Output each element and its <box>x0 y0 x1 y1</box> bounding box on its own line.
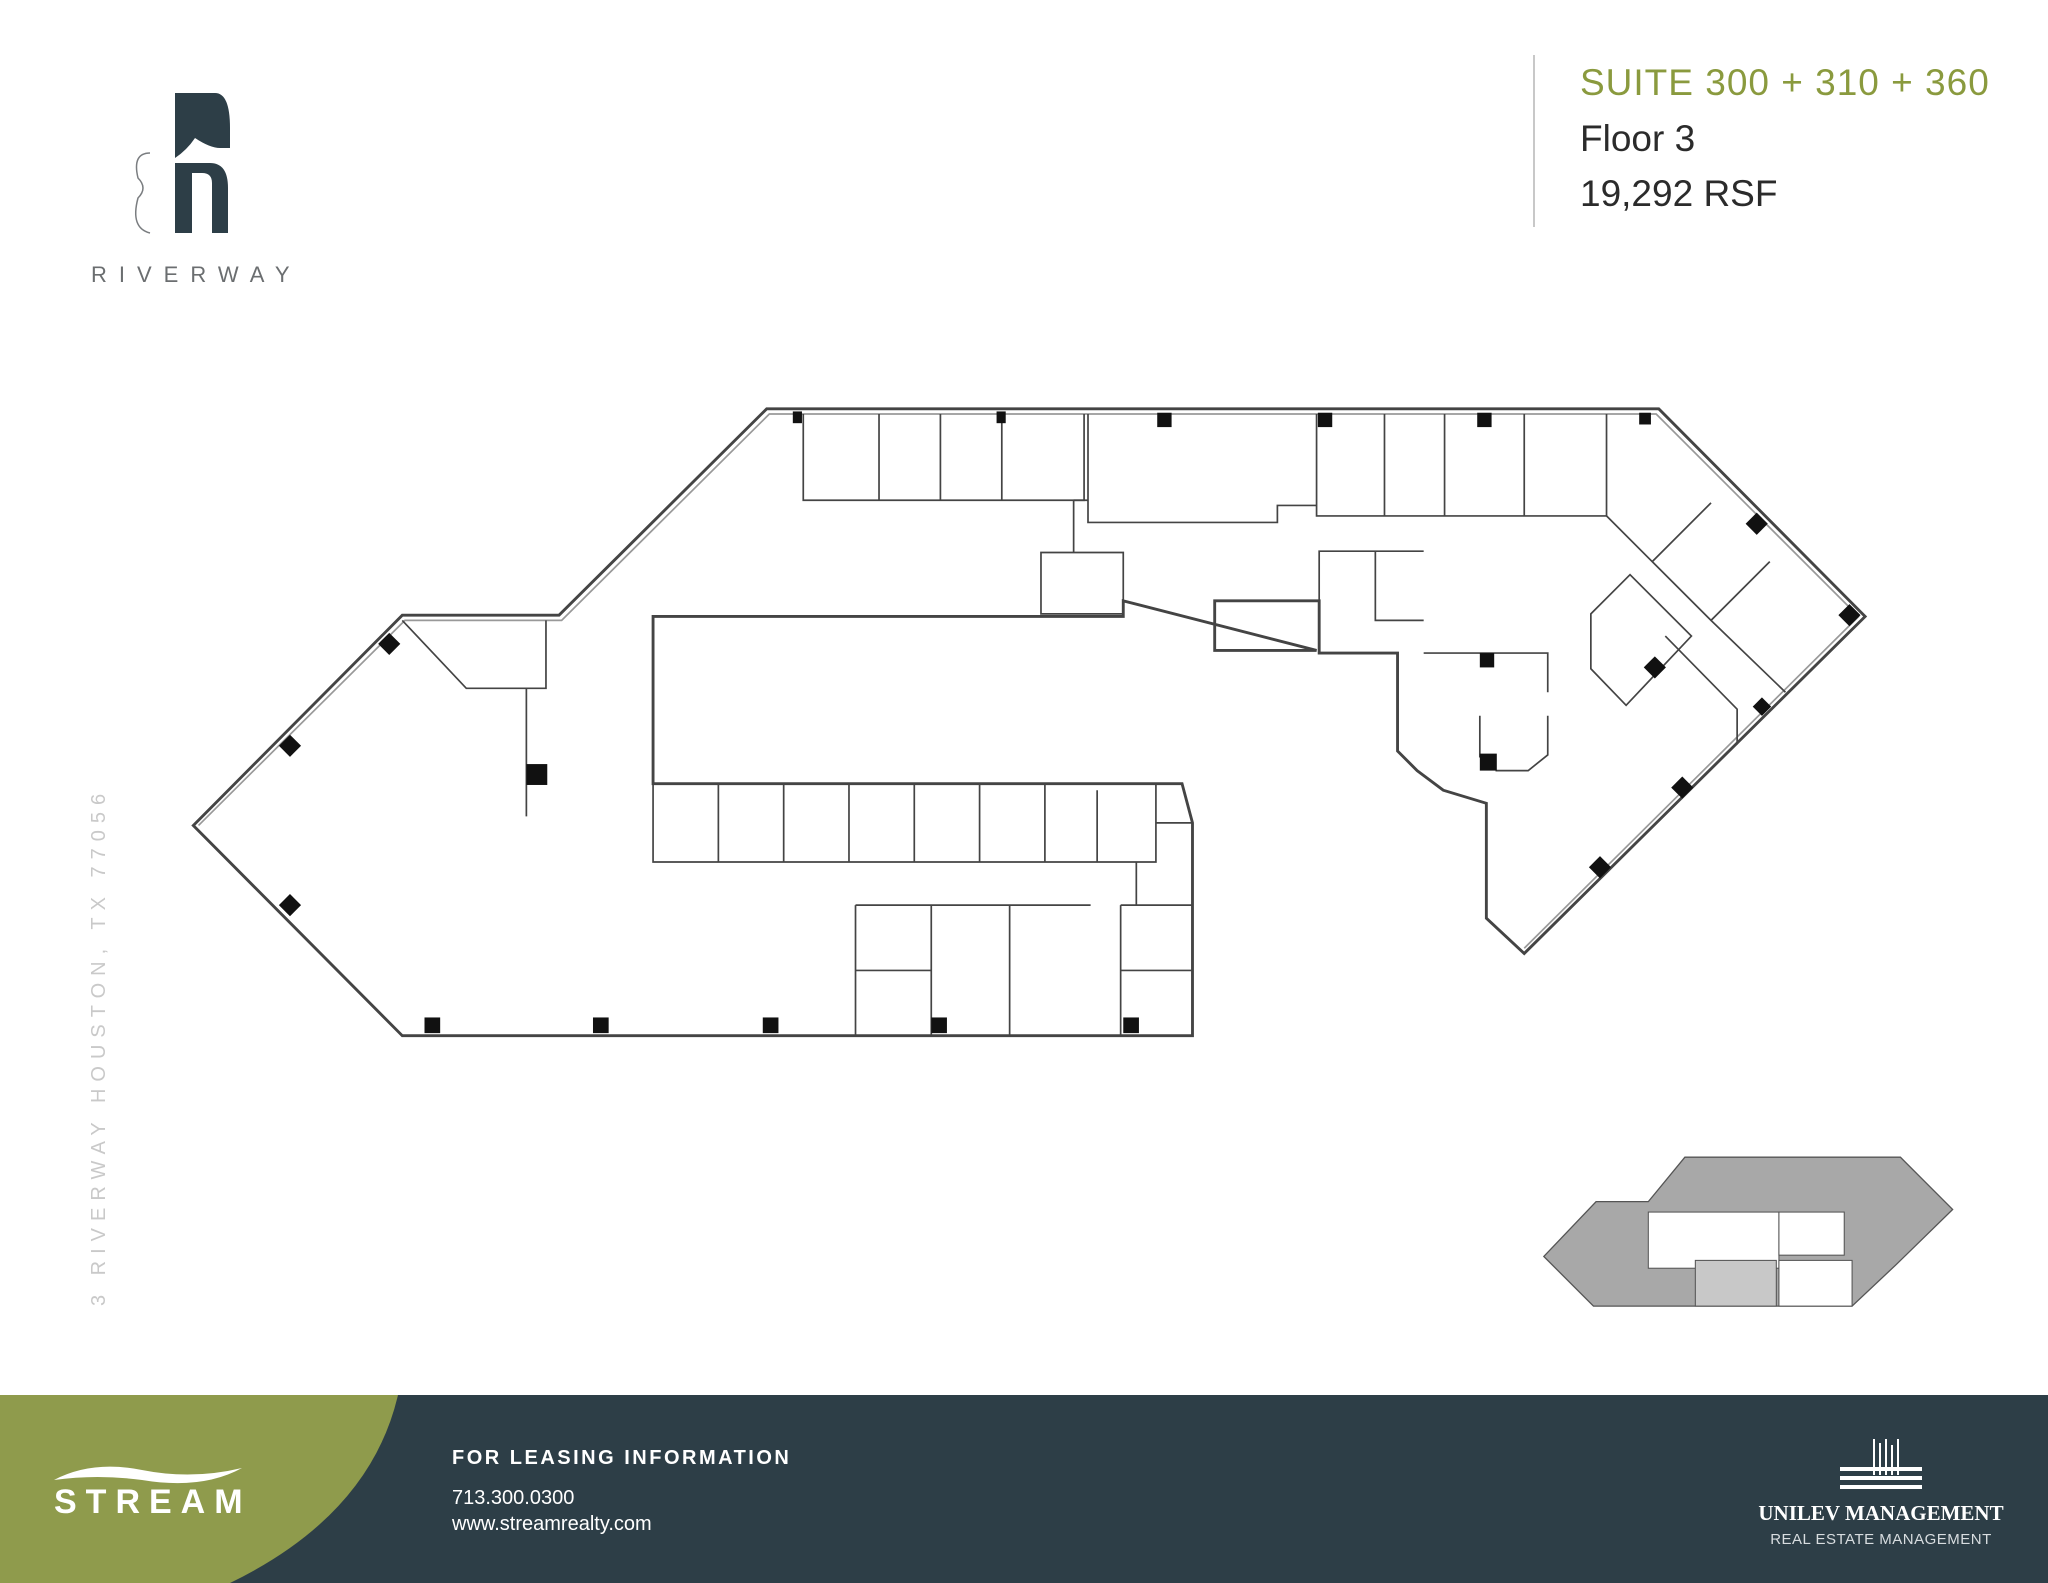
riverway-logo <box>135 93 230 234</box>
brand-name: RIVERWAY <box>91 262 302 287</box>
suite-title: SUITE 300 + 310 + 360 <box>1580 62 1990 103</box>
key-plan <box>1542 1156 1954 1307</box>
unilev-building-icon <box>1840 1439 1922 1489</box>
stream-logo-text: STREAM <box>54 1483 252 1521</box>
phone-link[interactable]: 713.300.0300 <box>452 1487 575 1509</box>
footer: STREAM FOR LEASING INFORMATION 713.300.0… <box>0 1395 2048 1583</box>
suite-outline <box>191 407 1868 1038</box>
structural-columns <box>278 411 1861 1034</box>
area-label: 19,292 RSF <box>1580 173 1778 214</box>
leasing-label: FOR LEASING INFORMATION <box>452 1447 792 1469</box>
floor-label: Floor 3 <box>1580 118 1696 159</box>
manager-name: UNILEV MANAGEMENT <box>1758 1501 2004 1525</box>
website-link[interactable]: www.streamrealty.com <box>452 1513 652 1535</box>
footer-green-panel <box>0 1395 398 1583</box>
header-divider <box>1533 55 1535 227</box>
manager-subtitle: REAL ESTATE MANAGEMENT <box>1770 1531 1992 1548</box>
stream-wave-icon <box>54 1466 242 1484</box>
